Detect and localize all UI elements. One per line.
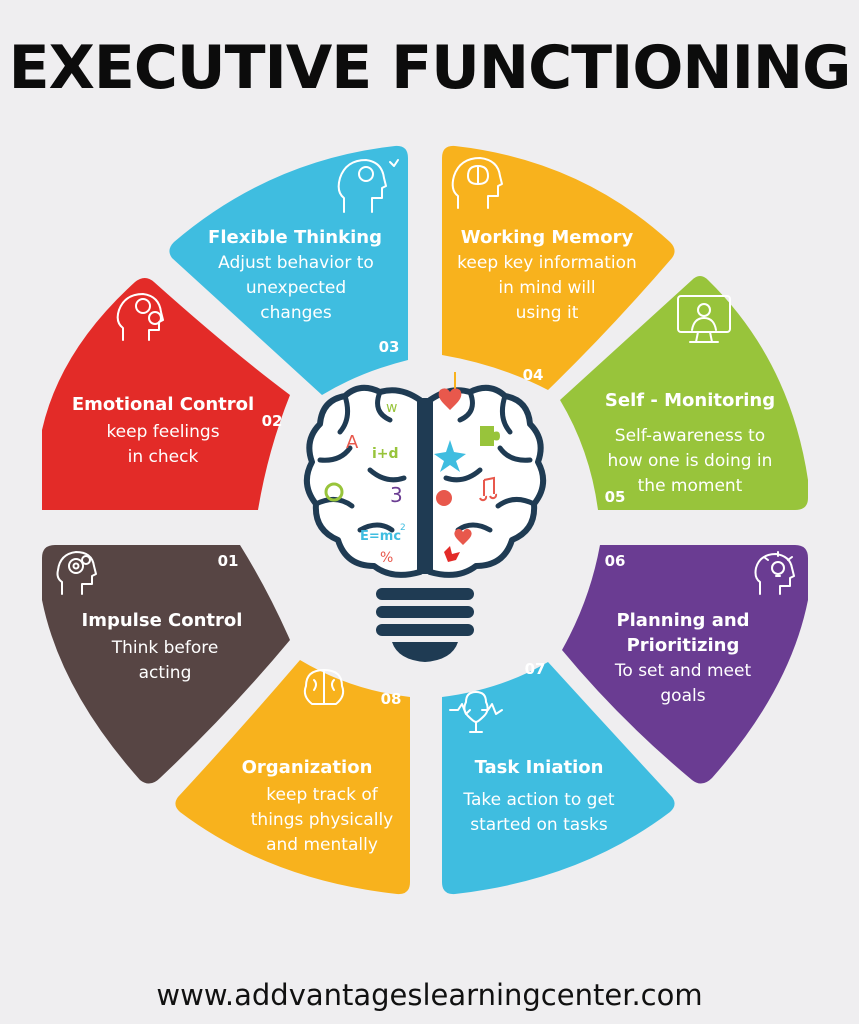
segment-desc-line: keep track of [266,785,378,805]
segment-organization-shape [175,660,410,895]
segment-title: Planning and [616,610,749,631]
segment-impulse-control: 01 Impulse Control Think before acting [42,545,290,784]
segment-title: Working Memory [461,227,634,248]
segment-number: 02 [262,412,283,430]
segment-desc-line: started on tasks [470,815,608,835]
head-puzzle-icon [337,159,399,213]
brain-pulse-icon [449,691,503,733]
segment-flexible-thinking-shape [169,145,408,395]
segment-desc-line: Think before [111,638,219,658]
segment-desc-line: changes [260,303,332,323]
brain-label-w: w [386,400,397,416]
segment-desc-line: goals [660,686,705,706]
segment-number: 07 [525,660,546,678]
star-icon [434,440,466,472]
brain-label-emc: E=mc [360,529,401,544]
segment-desc-line: acting [139,663,192,683]
segment-working-memory: 04 Working Memory keep key information i… [442,145,675,390]
brain-label-percent: % [380,550,393,566]
segment-desc-line: the moment [638,476,743,496]
segment-number: 03 [379,338,400,356]
brain-icon [303,669,345,705]
segment-flexible-thinking: 03 Flexible Thinking Adjust behavior to … [169,145,408,395]
segment-number: 01 [218,552,239,570]
segment-desc-line: Self-awareness to [615,426,765,446]
emotion-faces-icon [116,293,164,341]
segment-desc-line: in check [128,447,199,467]
segment-self-monitoring-shape [560,276,808,510]
segment-title: Emotional Control [72,394,254,415]
gear-head-icon [56,551,97,595]
segment-task-initiation: 07 Task Iniation Take action to get star… [442,660,675,895]
lightbulb-head-icon [754,551,795,595]
music-note-icon [479,476,498,502]
segment-desc-line: things physically [251,810,393,830]
puzzle-icon [480,426,500,446]
brain-lightbulb-illustration: A w i+d 3 E=mc 2 % [303,372,547,662]
segment-title-line-2: Prioritizing [627,635,740,656]
segment-number: 05 [605,488,626,506]
segment-desc-line: keep key information [457,253,637,273]
segment-task-initiation-shape [442,662,675,895]
brain-left-hemisphere [303,384,423,578]
segment-desc-line: unexpected [246,278,346,298]
small-heart-icon [454,528,472,545]
segment-title: Impulse Control [82,610,243,631]
segment-title: Task Iniation [475,757,604,778]
segment-impulse-control-shape [42,545,290,784]
segment-desc-line: Take action to get [462,790,615,810]
brain-label-a: A [346,432,359,453]
segment-title: Flexible Thinking [208,227,382,248]
segment-planning-prioritizing-shape [562,545,808,784]
segment-desc-line: keep feelings [106,422,219,442]
segment-desc-line: in mind will [498,278,595,298]
segment-number: 06 [605,552,626,570]
segment-title: Self - Monitoring [605,390,775,411]
monitor-person-icon [677,295,731,343]
segment-number: 08 [381,690,402,708]
brain-folds [313,389,537,533]
segment-desc-line: and mentally [266,835,378,855]
segment-desc-line: Adjust behavior to [218,253,374,273]
brain-head-icon [451,157,503,209]
website-url: www.addvantageslearningcenter.com [156,978,703,1012]
segment-number: 04 [523,366,544,384]
segment-emotional-control-shape [42,278,290,510]
splash-icon [444,546,460,562]
bulb-base [376,588,474,662]
segment-desc-line: using it [516,303,579,323]
sun-icon [324,482,344,502]
segment-desc-line: how one is doing in [608,451,773,471]
segment-emotional-control: 02 Emotional Control keep feelings in ch… [42,278,290,510]
segment-desc-line: To set and meet [614,661,752,681]
brain-label-exponent: 2 [400,523,406,533]
page-title: EXECUTIVE FUNCTIONING [8,33,852,103]
segment-self-monitoring: 05 Self - Monitoring Self-awareness to h… [560,276,808,510]
brain-label-three: 3 [390,483,403,507]
brain-label-formula: i+d [372,446,399,462]
brain-right-hemisphere [427,384,547,578]
segment-title: Organization [242,757,373,778]
heart-icon [438,388,462,410]
segment-organization: 08 Organization keep track of things phy… [175,660,410,895]
segment-working-memory-shape [442,145,675,390]
lightbulb-icon [436,490,452,506]
